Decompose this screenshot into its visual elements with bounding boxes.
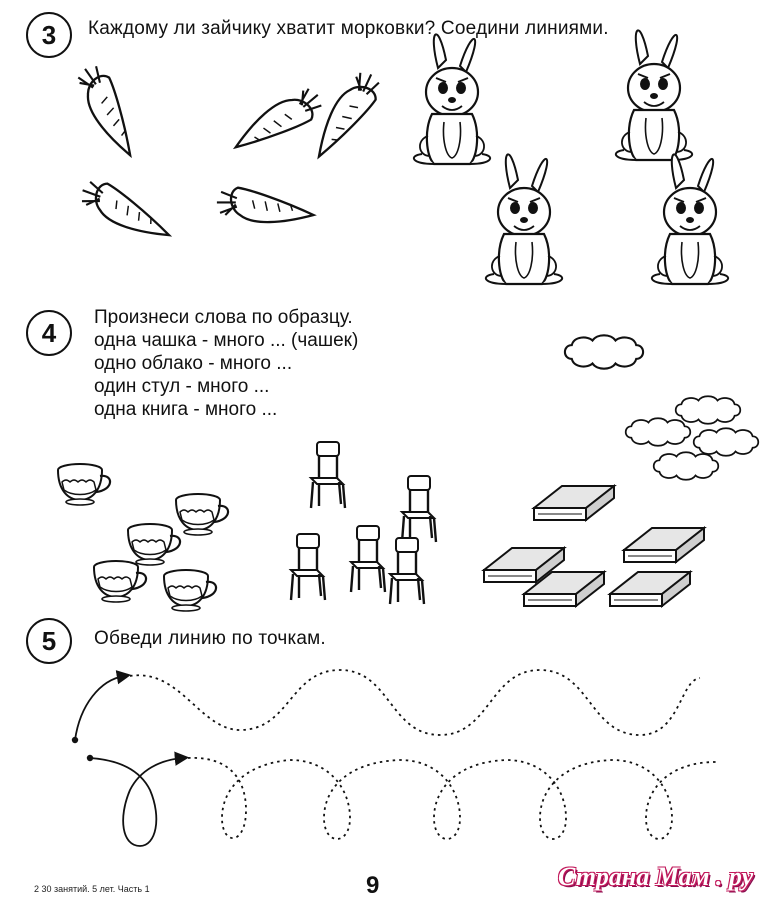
cup-4 (92, 559, 148, 604)
cloud-4 (692, 427, 760, 457)
task-number-4: 4 (26, 310, 72, 356)
chair-1 (309, 440, 347, 510)
cloud-5 (652, 451, 720, 481)
cloud-2 (674, 395, 742, 425)
chair-5 (388, 536, 426, 606)
task-4-line-4: один стул - много ... (94, 376, 270, 397)
cup-1 (56, 462, 112, 507)
tracing-wave-line (71, 669, 701, 744)
carrot-2 (229, 78, 329, 170)
cloud-3 (624, 417, 692, 447)
cup-3 (126, 522, 182, 567)
bunny-2 (614, 29, 694, 162)
chair-4 (289, 532, 327, 602)
chair-2 (400, 474, 438, 544)
bunny-4 (650, 153, 730, 286)
bunny-1 (412, 33, 492, 166)
book-5 (609, 571, 691, 607)
book-1 (533, 485, 615, 521)
task-5-title: Обведи линию по точкам. (94, 628, 326, 649)
cloud-1 (563, 334, 645, 370)
carrot-4 (74, 175, 180, 243)
task-4-line-1: Произнеси слова по образцу. (94, 307, 353, 328)
carrot-5 (215, 186, 315, 224)
task-3-title: Каждому ли зайчику хватит морковки? Соед… (88, 18, 609, 39)
task-number-5: 5 (26, 618, 72, 664)
book-4 (523, 571, 605, 607)
tracing-loops-line (86, 751, 717, 847)
chair-3 (349, 524, 387, 594)
carrot-3 (311, 64, 386, 170)
task-4-line-2: одна чашка - много ... (чашек) (94, 330, 359, 351)
carrot-1 (67, 59, 154, 161)
cup-2 (174, 492, 230, 537)
footer-book-info: 2 30 занятий. 5 лет. Часть 1 (34, 884, 150, 894)
book-2 (483, 547, 565, 583)
task-4-line-3: одно облако - много ... (94, 353, 293, 374)
page-number: 9 (366, 872, 380, 899)
cup-5 (162, 568, 218, 613)
task-4-line-5: одна книга - много ... (94, 399, 278, 420)
task-number-3: 3 (26, 12, 72, 58)
book-3 (623, 527, 705, 563)
watermark: Страна Мам . ру (558, 862, 754, 891)
task-4-text: Произнеси слова по образцу. одна чашка -… (94, 306, 358, 421)
bunny-3 (484, 153, 564, 286)
